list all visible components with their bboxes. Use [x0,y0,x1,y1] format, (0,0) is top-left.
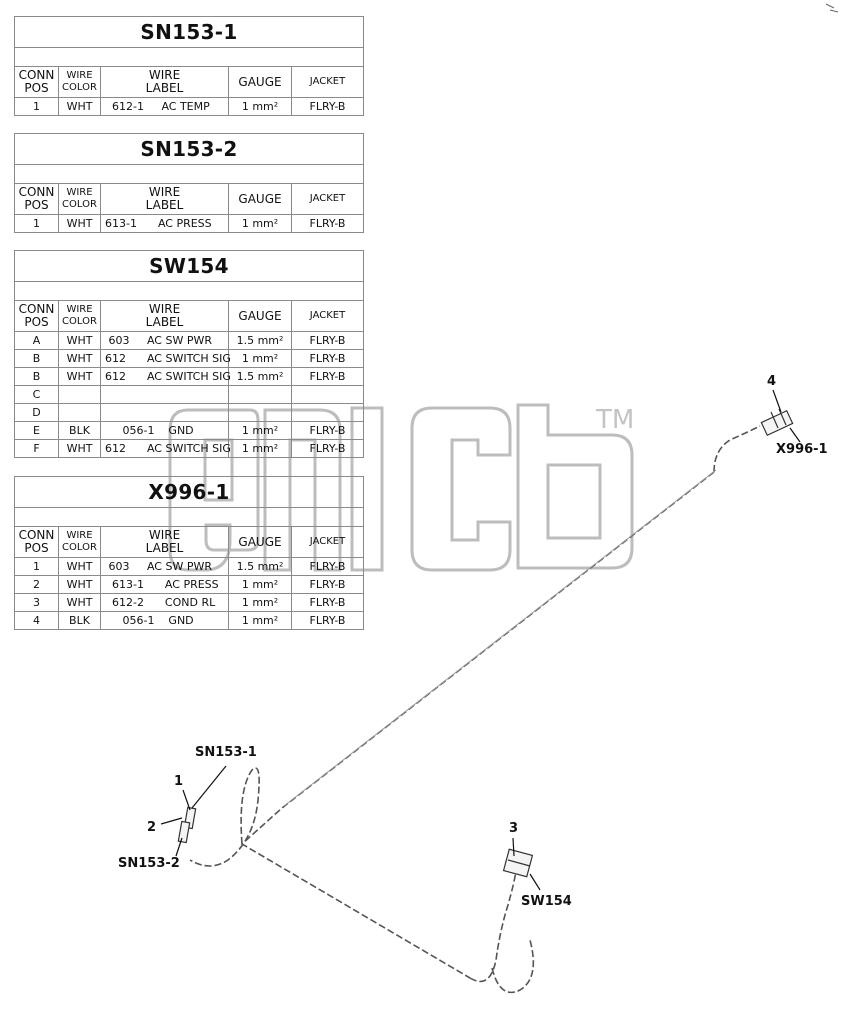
callout-sn153-1-name: SN153-1 [195,745,257,760]
header-jacket: JACKET [290,183,365,215]
header-gauge: GAUGE [228,526,292,558]
main-wire-trunk [240,471,715,979]
callout-sn153-2-name: SN153-2 [118,856,180,871]
connector-sn153 [177,806,197,844]
table-title: SN153-1 [13,16,365,48]
callout-sn153-2-number: 2 [147,820,157,835]
wire-branch-sn153 [189,767,260,867]
header-gauge: GAUGE [228,300,292,332]
tm-mark: TM [595,405,634,435]
wire-loop-sw154 [491,939,535,994]
callout-x996-number: 4 [767,374,777,389]
table-title: SN153-2 [13,133,365,165]
table-title: X996-1 [14,476,364,508]
header-jacket: JACKET [291,526,364,558]
table-row: 1 WHT 612-1 AC TEMP 1 mm² FLRY-B [14,97,365,116]
wire-branch-sw154 [469,869,517,983]
callout-sw154-name: SW154 [521,894,572,909]
table-title: SW154 [13,250,365,282]
header-jacket: JACKET [290,300,365,332]
callout-sn153-1-number: 1 [174,774,184,789]
table-row: D [14,403,365,422]
connector-x996-1 [760,408,794,437]
header-gauge: GAUGE [228,66,292,98]
connector-sw154 [502,848,534,878]
wire-branch-x996 [713,425,761,473]
callout-sw154-number: 3 [509,821,519,836]
table-row: 1 WHT 613-1 AC PRESS 1 mm² FLRY-B [14,214,365,233]
corner-mark [825,3,839,13]
callout-x996-name: X996-1 [776,442,828,457]
